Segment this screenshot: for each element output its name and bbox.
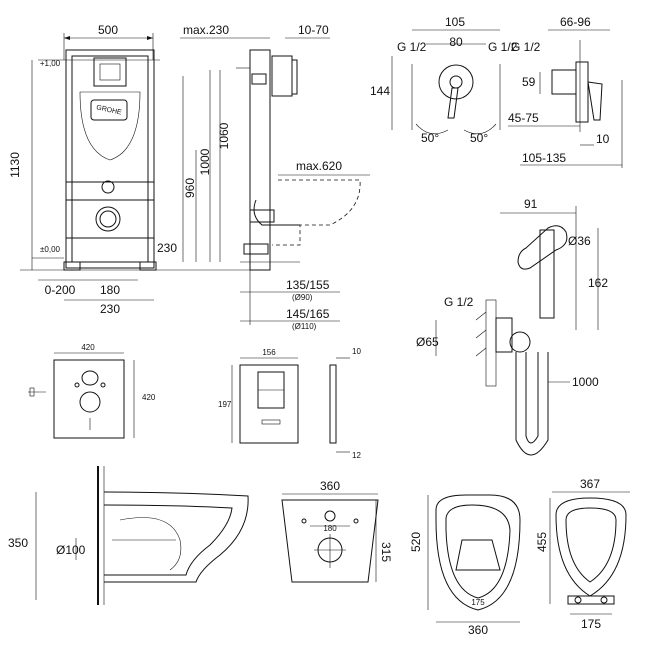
mat-drawing: 420 420 — [28, 343, 156, 439]
dim-d65: Ø65 — [416, 335, 439, 349]
dim-back-360: 360 — [320, 479, 340, 493]
dim-plus-one: +1,00 — [40, 59, 61, 68]
dim-45-75: 45-75 — [508, 111, 539, 125]
dim-button-10: 10 — [352, 347, 361, 356]
dim-10-70: 10-70 — [298, 23, 329, 37]
toilet-top-drawing: 520 175 360 — [409, 494, 521, 637]
mixer-drawing: 105 80 G 1/2 G 1/2 144 50° 50° 66-96 G 1… — [370, 15, 623, 168]
shower-thread: G 1/2 — [444, 295, 474, 309]
dim-button-width: 156 — [262, 348, 276, 357]
dim-180: 180 — [100, 283, 120, 297]
dim-66-96: 66-96 — [560, 15, 591, 29]
dim-top-360: 360 — [468, 623, 488, 637]
dim-d90: (Ø90) — [292, 293, 313, 302]
dim-frame-width: 500 — [98, 23, 118, 37]
dim-230-height: 230 — [157, 241, 177, 255]
dim-top-520: 520 — [409, 532, 423, 552]
dim-back-180: 180 — [323, 524, 337, 533]
dim-toilet-350: 350 — [8, 536, 28, 550]
dim-230-width: 230 — [100, 302, 120, 316]
install-frame-side: max.230 10-70 max.620 135/155 (Ø90) 145/… — [180, 23, 370, 331]
button-drawing: 156 197 10 12 — [218, 347, 361, 460]
dim-1060: 1060 — [217, 122, 231, 149]
dim-1000: 1000 — [198, 148, 212, 175]
install-frame-front: 500 GROHE 1130 +1,00 ±0,00 230 960 1000 … — [8, 23, 250, 316]
dim-d110: (Ø110) — [292, 322, 317, 331]
dim-91: 91 — [524, 197, 538, 211]
toilet-side-drawing: 350 Ø100 — [8, 466, 249, 605]
brand-logo: GROHE — [96, 104, 123, 116]
dim-max-620: max.620 — [296, 159, 342, 173]
angle-50-right: 50° — [470, 131, 488, 145]
dim-105: 105 — [445, 15, 465, 29]
dim-seat-175: 175 — [581, 617, 601, 631]
toilet-back-drawing: 360 180 315 — [281, 479, 393, 583]
dim-145-165: 145/165 — [286, 307, 330, 321]
dim-button-12: 12 — [352, 451, 361, 460]
dim-105-135: 105-135 — [522, 151, 566, 165]
seat-drawing: 367 455 175 — [535, 477, 630, 631]
dim-seat-455: 455 — [535, 532, 549, 552]
dim-mat-width: 420 — [81, 343, 95, 352]
thread-left: G 1/2 — [397, 40, 427, 54]
dim-1130: 1130 — [8, 152, 22, 178]
dim-59: 59 — [522, 75, 536, 89]
dim-zero-level: ±0,00 — [40, 245, 61, 254]
dim-10-mixer: 10 — [596, 132, 610, 146]
dim-1000-hose: 1000 — [572, 375, 599, 389]
dim-80: 80 — [449, 35, 463, 49]
dim-top-175: 175 — [471, 598, 485, 607]
dim-d36: Ø36 — [568, 234, 591, 248]
dim-0-200: 0-200 — [45, 283, 76, 297]
dim-toilet-d100: Ø100 — [56, 543, 86, 557]
thread-right: G 1/2 — [488, 40, 518, 54]
dim-144: 144 — [370, 84, 390, 98]
dim-seat-367: 367 — [580, 477, 600, 491]
angle-50-left: 50° — [421, 131, 439, 145]
dim-max-230: max.230 — [183, 23, 229, 37]
dim-button-height: 197 — [218, 400, 232, 409]
dim-back-315: 315 — [379, 542, 393, 562]
shower-drawing: 91 Ø36 162 G 1/2 Ø65 1000 — [416, 197, 608, 456]
dim-135-155: 135/155 — [286, 278, 330, 292]
thread-side: G 1/2 — [511, 40, 541, 54]
dim-960: 960 — [183, 178, 197, 198]
dim-mat-height: 420 — [142, 393, 156, 402]
